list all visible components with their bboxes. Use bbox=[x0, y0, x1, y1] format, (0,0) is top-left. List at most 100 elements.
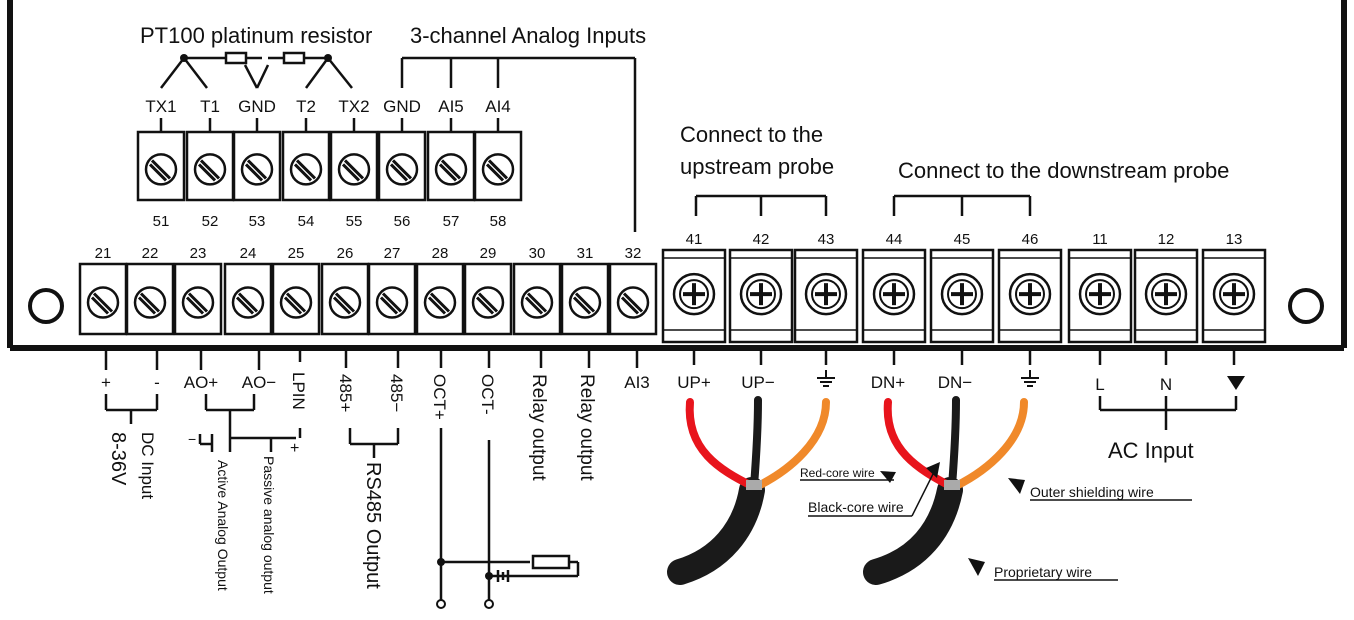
downstream-heading: Connect to the downstream probe bbox=[898, 158, 1229, 183]
terminal-number: 28 bbox=[432, 245, 449, 262]
relay-output-label: Relay output bbox=[576, 374, 597, 481]
dc-input-label: DC Input bbox=[138, 432, 157, 499]
rs485-output-label: RS485 Output bbox=[362, 462, 384, 589]
screw-terminal bbox=[271, 262, 321, 336]
screw-terminal bbox=[329, 130, 379, 202]
screw-terminal bbox=[232, 130, 282, 202]
screw-terminal bbox=[728, 248, 794, 344]
screw-terminal bbox=[1201, 248, 1267, 344]
oct-nodes bbox=[436, 558, 494, 609]
terminal-number: 13 bbox=[1226, 231, 1243, 248]
screw-terminal bbox=[125, 262, 175, 336]
screw-terminal bbox=[185, 130, 235, 202]
dc-voltage-label: 8-36V bbox=[107, 432, 129, 486]
bottom-wiring bbox=[104, 348, 1238, 600]
screw-terminal bbox=[1133, 248, 1199, 344]
red-core-wire-label: Red-core wire bbox=[800, 466, 875, 480]
upper-top-label: GND bbox=[383, 97, 421, 116]
terminal-number: 46 bbox=[1022, 231, 1039, 248]
screw-terminal bbox=[426, 130, 476, 202]
bottom-horizontal-labels: + - AO+ AO− AI3 UP+ UP− DN+ DN− L N bbox=[101, 373, 1172, 394]
active-analog-label: Active Analog Output bbox=[215, 460, 231, 591]
upstream-probe-cable bbox=[667, 396, 830, 585]
terminal-number: 53 bbox=[249, 213, 266, 230]
terminal-number: 26 bbox=[337, 245, 354, 262]
upper-top-label: GND bbox=[238, 97, 276, 116]
terminal-number: 58 bbox=[490, 213, 507, 230]
terminal-number: 32 bbox=[625, 245, 642, 262]
ac-input-label: AC Input bbox=[1108, 438, 1194, 463]
screw-terminal bbox=[1067, 248, 1133, 344]
terminal-number: 52 bbox=[202, 213, 219, 230]
earth-icon bbox=[1227, 376, 1245, 390]
ground-icon bbox=[1021, 370, 1039, 387]
lpin-label: LPIN bbox=[289, 372, 308, 410]
upper-top-label: TX1 bbox=[145, 97, 176, 116]
outer-shield-wire-label: Outer shielding wire bbox=[1030, 484, 1154, 500]
callout-arrows bbox=[880, 462, 1025, 576]
proprietary-wire-label: Proprietary wire bbox=[994, 564, 1092, 580]
up-minus-label: UP− bbox=[741, 373, 775, 392]
lower-small-terminal-numbers: 21 22 23 24 25 26 27 28 29 30 31 32 bbox=[95, 245, 642, 262]
screw-terminal bbox=[367, 262, 417, 336]
ao-plus-label: AO+ bbox=[184, 373, 219, 392]
wire-callouts bbox=[800, 471, 1192, 581]
small-minus-label: − bbox=[188, 431, 196, 447]
screw-terminal bbox=[78, 262, 128, 336]
upper-terminal-block bbox=[136, 130, 523, 202]
screw-terminal bbox=[997, 248, 1063, 344]
screw-terminal bbox=[473, 130, 523, 202]
screw-terminal bbox=[608, 262, 658, 336]
upper-top-label: T1 bbox=[200, 97, 220, 116]
upstream-heading-line2: upstream probe bbox=[680, 154, 834, 179]
screw-terminal bbox=[173, 262, 223, 336]
terminal-number: 30 bbox=[529, 245, 546, 262]
screw-terminal bbox=[223, 262, 273, 336]
upper-top-label: AI4 bbox=[485, 97, 511, 116]
terminal-number: 43 bbox=[818, 231, 835, 248]
screw-terminal bbox=[463, 262, 513, 336]
screw-terminal bbox=[861, 248, 927, 344]
terminal-number: 27 bbox=[384, 245, 401, 262]
oct-minus-label: OCT- bbox=[478, 374, 497, 415]
upper-top-label: T2 bbox=[296, 97, 316, 116]
upper-wiring bbox=[159, 51, 1032, 232]
screw-terminal bbox=[281, 130, 331, 202]
terminal-number: 31 bbox=[577, 245, 594, 262]
terminal-number: 45 bbox=[954, 231, 971, 248]
terminal-number: 56 bbox=[394, 213, 411, 230]
rotated-labels: DC Input 8-36V Active Analog Output Pass… bbox=[107, 372, 597, 594]
housing-frame bbox=[7, 0, 1347, 351]
screw-terminal bbox=[560, 262, 610, 336]
upper-top-label: TX2 bbox=[338, 97, 369, 116]
terminal-number: 24 bbox=[240, 245, 257, 262]
terminal-number: 12 bbox=[1158, 231, 1175, 248]
terminal-number: 29 bbox=[480, 245, 497, 262]
ai3-label: AI3 bbox=[624, 373, 650, 392]
screw-terminal bbox=[415, 262, 465, 336]
ground-icon bbox=[817, 370, 835, 387]
dc-minus-label: - bbox=[154, 373, 160, 392]
n-label: N bbox=[1160, 375, 1172, 394]
resistor-nodes bbox=[180, 54, 332, 62]
screw-terminal bbox=[377, 130, 427, 202]
lower-terminal-block bbox=[78, 248, 1267, 344]
dn-minus-label: DN− bbox=[938, 373, 973, 392]
analog-inputs-heading: 3-channel Analog Inputs bbox=[410, 23, 646, 48]
terminal-number: 51 bbox=[153, 213, 170, 230]
mounting-hole-right bbox=[1288, 288, 1324, 324]
mounting-hole-left bbox=[28, 288, 64, 324]
rs485-plus-label: 485+ bbox=[336, 374, 355, 412]
terminal-number: 57 bbox=[443, 213, 460, 230]
upstream-heading-line1: Connect to the bbox=[680, 122, 823, 147]
screw-terminal bbox=[793, 248, 859, 344]
small-plus-label: + bbox=[290, 440, 299, 457]
black-core-wire-label: Black-core wire bbox=[808, 499, 904, 515]
lower-big-terminal-numbers: 41 42 43 44 45 46 11 12 13 bbox=[686, 231, 1243, 248]
up-plus-label: UP+ bbox=[677, 373, 711, 392]
terminal-number: 23 bbox=[190, 245, 207, 262]
terminal-number: 11 bbox=[1092, 231, 1108, 248]
terminal-number: 41 bbox=[686, 231, 703, 248]
dc-plus-label: + bbox=[101, 373, 111, 392]
